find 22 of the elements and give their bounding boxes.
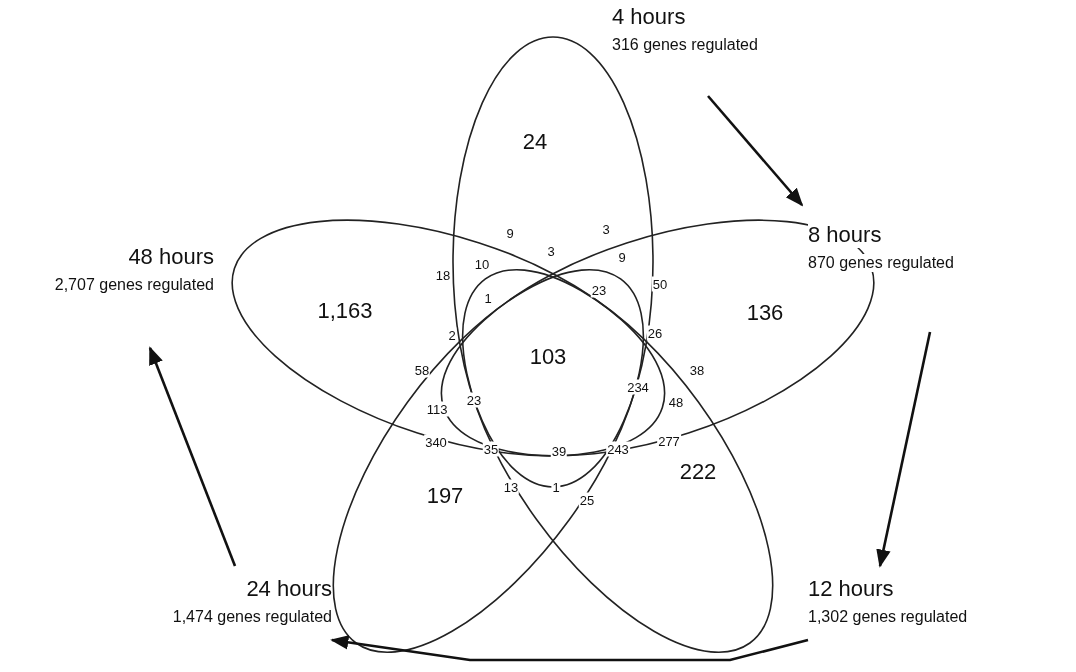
region-count: 113 — [425, 401, 449, 417]
region-count: 13 — [502, 479, 520, 495]
arrow — [330, 635, 809, 662]
arrow — [707, 95, 804, 207]
gene-count-label: 870 genes regulated — [808, 254, 954, 272]
region-count: 243 — [606, 441, 630, 457]
region-count: 35 — [482, 441, 500, 457]
gene-count-label: 316 genes regulated — [612, 36, 758, 54]
gene-count-label: 1,474 genes regulated — [172, 608, 332, 626]
arrow — [148, 346, 237, 567]
region-count: 23 — [465, 392, 483, 408]
region-count: 277 — [657, 433, 681, 449]
region-count: 2 — [447, 327, 457, 343]
region-count: 340 — [424, 434, 448, 450]
region-count: 234 — [626, 379, 650, 395]
region-count: 25 — [578, 492, 596, 508]
region-count: 26 — [646, 325, 664, 341]
region-count: 50 — [651, 276, 669, 292]
gene-count-label: 1,302 genes regulated — [808, 608, 968, 626]
gene-count-label: 2,707 genes regulated — [54, 276, 214, 294]
time-point-label: 8 hours — [808, 222, 882, 248]
arrow — [876, 331, 932, 568]
